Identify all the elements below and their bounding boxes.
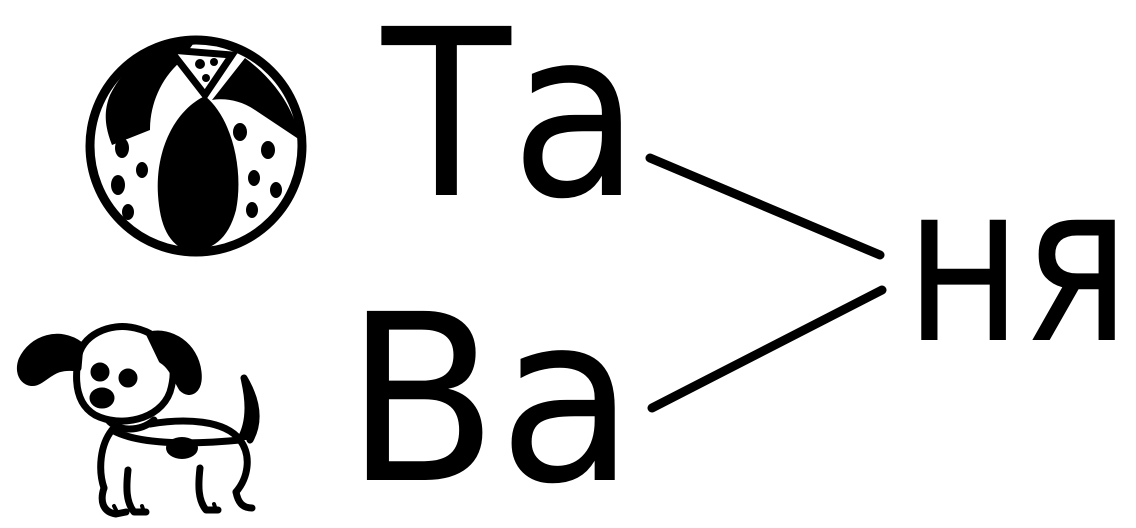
syllable-ending: ня [905, 136, 1130, 392]
connector-bottom [652, 290, 882, 408]
connector-top [650, 158, 880, 255]
syllable-bottom: Ва [345, 265, 635, 528]
ball-icon [90, 40, 302, 252]
puppy-icon [20, 327, 256, 514]
syllable-top: Та [381, 0, 640, 250]
